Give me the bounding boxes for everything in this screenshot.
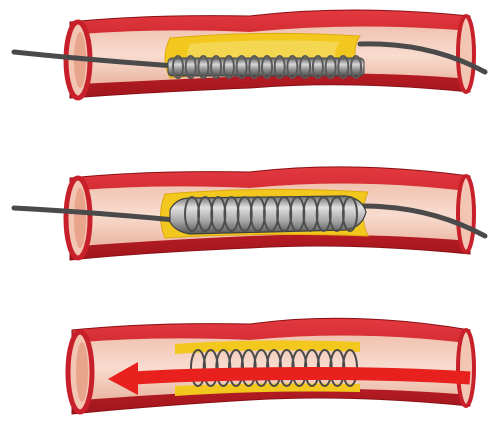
artery-icon	[68, 318, 474, 414]
panel-1-crimped-stent	[14, 10, 485, 98]
panel-2-balloon-expansion	[14, 167, 485, 260]
panel-3-stent-deployed	[68, 318, 474, 414]
artery-icon	[66, 10, 474, 98]
